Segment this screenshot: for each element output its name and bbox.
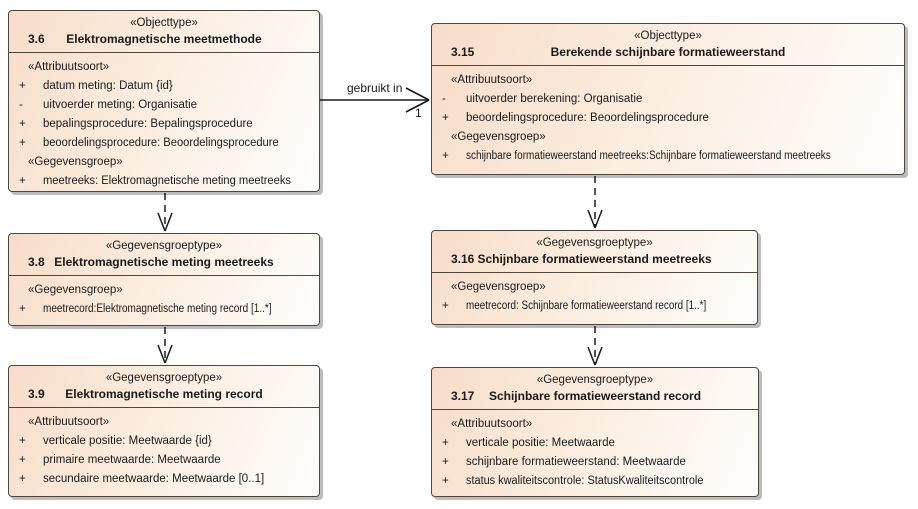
stereotype-label: «Objecttype» [634,30,702,42]
class-header: «Gegevensgroeptype» 3.9 Elektromagnetisc… [9,366,319,408]
class-body: «Gegevensgroep» + meetrecord: Schijnbare … [432,273,757,324]
trace-arrow-3-15-to-3-16[interactable] [587,176,603,229]
visibility-marker: + [19,80,26,92]
class-number: 3.17 [451,389,475,403]
attribute-text: schijnbare formatieweerstand meetreeks:S… [466,150,831,162]
class-header: «Gegevensgroeptype» 3.17 Schijnbare form… [432,368,758,410]
class-header: «Gegevensgroeptype» 3.8 Elektromagnetisc… [9,234,319,276]
stereotype-label: «Objecttype» [130,17,198,29]
visibility-marker: + [19,454,26,466]
visibility-marker: + [19,435,26,447]
class-box-3-6[interactable]: «Objecttype» 3.6 Elektromagnetische meet… [8,10,320,192]
class-header: «Objecttype» 3.15 Berekende schijnbare f… [432,24,904,66]
visibility-marker: + [442,475,449,487]
class-number: 3.6 [28,32,45,46]
attribute-row: - uitvoerder meting: Organisatie [13,96,315,115]
visibility-marker: + [442,150,449,162]
attribute-text: meetrecord: Schijnbare formatieweerstand… [466,300,707,312]
class-number: 3.8 [28,255,45,269]
visibility-marker: + [19,175,26,187]
attribute-row: - uitvoerder berekening: Organisatie [436,90,900,109]
class-body: «Attribuutsoort» + verticale positie: Mee… [432,410,758,496]
section-stereotype: «Gegevensgroep» [451,281,546,293]
class-body: «Attribuutsoort» - uitvoerder berekening:… [432,66,904,174]
class-body: «Gegevensgroep» + meetrecord:Elektromagne… [9,276,319,325]
connector-label-gebruikt-in: gebruikt in [347,81,403,95]
visibility-marker: + [442,437,449,449]
visibility-marker: + [19,303,26,315]
class-box-3-9[interactable]: «Gegevensgroeptype» 3.9 Elektromagnetisc… [8,365,320,497]
attribute-row: + beoordelingsprocedure: Beoordelingsproc… [13,134,315,153]
visibility-marker: + [19,473,26,485]
attribute-row: + verticale positie: Meetwaarde {id} [13,432,315,451]
visibility-marker: - [19,99,23,111]
section-stereotype: «Gegevensgroep» [28,156,123,168]
trace-arrow-3-8-to-3-9[interactable] [157,327,173,364]
attribute-row: + beoordelingsprocedure: Beoordelingsproc… [436,109,900,128]
class-title: Elektromagnetische meetmethode [66,32,262,46]
attribute-text: uitvoerder berekening: Organisatie [466,93,643,105]
attribute-text: uitvoerder meting: Organisatie [43,99,198,111]
section-stereotype: «Attribuutsoort» [28,61,110,73]
attribute-text: datum meting: Datum {id} [43,80,173,92]
attribute-text: beoordelingsprocedure: Beoordelingsproce… [466,112,709,124]
stereotype-label: «Gegevensgroeptype» [536,237,653,249]
class-box-3-8[interactable]: «Gegevensgroeptype» 3.8 Elektromagnetisc… [8,233,320,326]
attribute-text: beoordelingsprocedure: Beoordelingsproce… [43,137,279,149]
class-body: «Attribuutsoort» + datum meting: Datum {i… [9,53,319,191]
attribute-row: + verticale positie: Meetwaarde [436,434,754,453]
attribute-row: + meetrecord: Schijnbare formatieweerstan… [436,297,753,316]
class-box-3-16[interactable]: «Gegevensgroeptype» 3.16 Schijnbare form… [431,230,758,325]
attribute-row: + meetreeks: Elektromagnetische meting me… [13,172,315,191]
attribute-text: secundaire meetwaarde: Meetwaarde [0..1] [43,473,265,485]
attribute-text: bepalingsprocedure: Bepalingsprocedure [43,118,253,130]
stereotype-label: «Gegevensgroeptype» [105,240,223,252]
visibility-marker: - [442,93,446,105]
trace-arrow-3-16-to-3-17[interactable] [587,326,603,366]
visibility-marker: + [19,137,26,149]
class-number: 3.9 [28,387,45,401]
attribute-row: + schijnbare formatieweerstand: Meetwaard… [436,453,754,472]
attribute-text: primaire meetwaarde: Meetwaarde [43,454,221,466]
attribute-row: + primaire meetwaarde: Meetwaarde [13,451,315,470]
visibility-marker: + [442,456,449,468]
attribute-row: + datum meting: Datum {id} [13,77,315,96]
stereotype-label: «Gegevensgroeptype» [536,374,654,386]
class-title: Elektromagnetische meting meetreeks [54,255,274,269]
visibility-marker: + [19,118,26,130]
stereotype-label: «Gegevensgroeptype» [105,372,223,384]
section-stereotype: «Attribuutsoort» [451,418,533,430]
attribute-text: meetrecord:Elektromagnetische meting rec… [43,303,272,315]
class-title: Berekende schijnbare formatieweerstand [550,45,786,59]
attribute-row: + bepalingsprocedure: Bepalingsprocedure [13,115,315,134]
connector-multiplicity: 1 [415,106,422,120]
class-header: «Objecttype» 3.6 Elektromagnetische meet… [9,11,319,53]
visibility-marker: + [442,112,449,124]
class-title: Schijnbare formatieweerstand record [488,389,702,403]
class-box-3-15[interactable]: «Objecttype» 3.15 Berekende schijnbare f… [431,23,905,175]
visibility-marker: + [442,300,449,312]
section-stereotype: «Gegevensgroep» [28,284,123,296]
attribute-text: schijnbare formatieweerstand: Meetwaarde [466,456,686,468]
class-header: «Gegevensgroeptype» 3.16 Schijnbare form… [432,231,757,273]
trace-arrow-3-6-to-3-8[interactable] [157,193,173,232]
attribute-text: verticale positie: Meetwaarde {id} [43,435,212,447]
attribute-text: meetreeks: Elektromagnetische meting mee… [43,175,292,187]
attribute-row: + secundaire meetwaarde: Meetwaarde [0..1… [13,470,315,489]
class-body: «Attribuutsoort» + verticale positie: Mee… [9,408,319,496]
attribute-text: status kwaliteitscontrole: StatusKwalite… [466,475,704,487]
class-box-3-17[interactable]: «Gegevensgroeptype» 3.17 Schijnbare form… [431,367,759,497]
section-stereotype: «Gegevensgroep» [451,131,546,143]
class-number: 3.16 [451,252,475,266]
class-number: 3.15 [451,45,475,59]
section-stereotype: «Attribuutsoort» [451,74,533,86]
attribute-row: + meetrecord:Elektromagnetische meting re… [13,300,315,319]
class-title: Schijnbare formatieweerstand meetreeks [477,252,712,266]
section-stereotype: «Attribuutsoort» [28,416,110,428]
attribute-row: + status kwaliteitscontrole: StatusKwalit… [436,472,754,491]
attribute-text: verticale positie: Meetwaarde [466,437,615,449]
attribute-row: + schijnbare formatieweerstand meetreeks:… [436,147,900,166]
class-title: Elektromagnetische meting record [65,387,263,401]
